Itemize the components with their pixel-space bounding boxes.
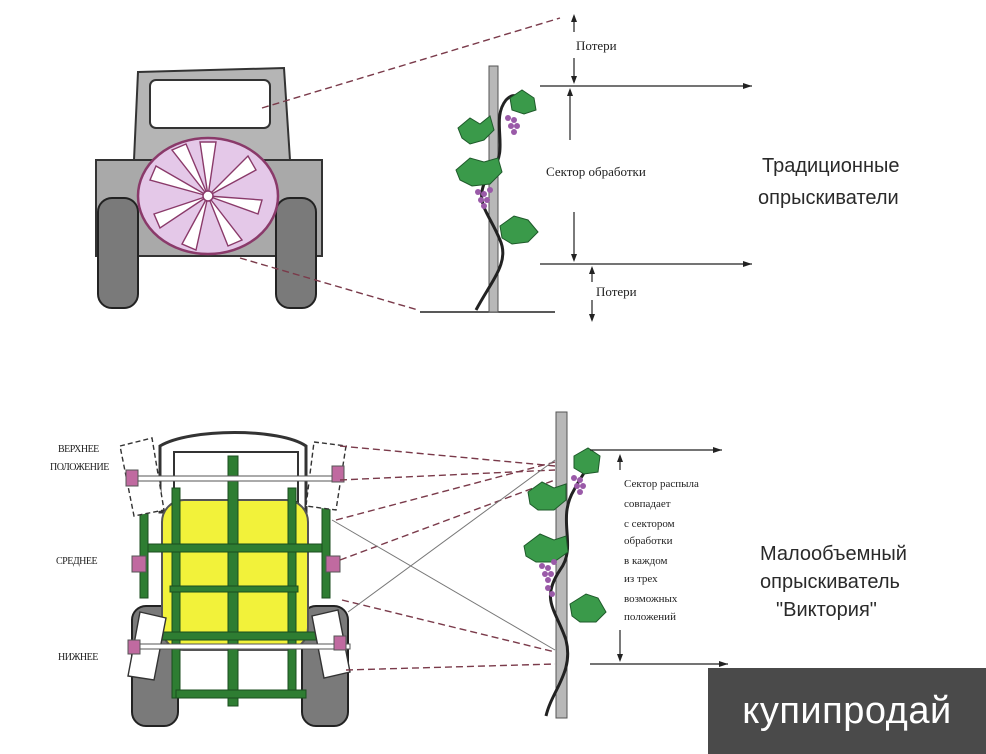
pos-upper-line2: ПОЛОЖЕНИЕ bbox=[50, 462, 109, 473]
loss-bottom-label: Потери bbox=[596, 284, 637, 299]
sector-label: Сектор обработки bbox=[546, 164, 646, 179]
victoria-tractor bbox=[119, 431, 351, 727]
victoria-caption-line3: "Виктория" bbox=[776, 599, 877, 621]
svg-text:возможных: возможных bbox=[624, 593, 678, 605]
pos-upper-line1: ВЕРХНЕЕ bbox=[58, 444, 99, 455]
svg-text:совпадает: совпадает bbox=[624, 498, 671, 510]
victoria-caption-line2: опрыскиватель bbox=[760, 571, 900, 593]
svg-text:из трех: из трех bbox=[624, 573, 658, 585]
svg-text:в каждом: в каждом bbox=[624, 555, 667, 567]
watermark-badge: купипродай bbox=[708, 668, 986, 754]
svg-text:с сектором: с сектором bbox=[624, 518, 675, 530]
svg-text:положений: положений bbox=[624, 611, 676, 623]
vine-post-top bbox=[455, 65, 539, 313]
pos-lower: НИЖНЕЕ bbox=[58, 652, 98, 663]
svg-text:Сектор распыла: Сектор распыла bbox=[624, 478, 699, 490]
traditional-tractor bbox=[95, 66, 323, 309]
sector-description: Сектор распыла совпадает с сектором обра… bbox=[624, 478, 699, 623]
loss-top-label: Потери bbox=[576, 38, 617, 53]
victoria-caption-line1: Малообъемный bbox=[760, 543, 907, 565]
vine-post-bottom bbox=[523, 411, 607, 719]
traditional-caption-line2: опрыскиватели bbox=[758, 187, 899, 209]
svg-text:обработки: обработки bbox=[624, 535, 673, 547]
pos-middle: СРЕДНЕЕ bbox=[56, 556, 97, 567]
traditional-caption-line1: Традиционные bbox=[762, 155, 900, 177]
